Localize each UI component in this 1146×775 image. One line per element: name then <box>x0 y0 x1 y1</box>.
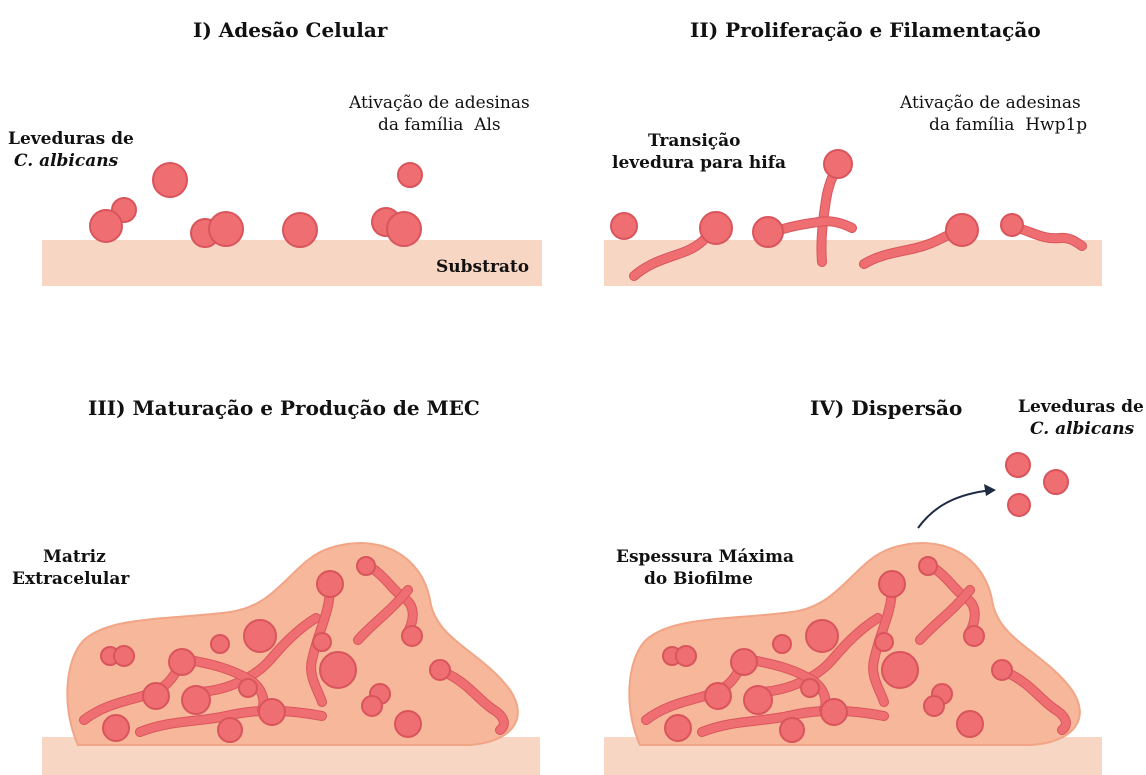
dispersed-yeast-label-line2: C. albicans <box>1030 418 1134 440</box>
dispersed-yeast-cell <box>1008 494 1030 516</box>
yeast-cell <box>90 210 122 242</box>
yeast-cell <box>362 696 382 716</box>
yeast-cell <box>357 557 375 575</box>
dispersed-yeast-label-line1: Leveduras de <box>1018 396 1144 418</box>
panel-4-title: IV) Dispersão <box>810 396 962 420</box>
transition-label-line2: levedura para hifa <box>612 152 786 174</box>
matrix-label-line2: Extracelular <box>12 568 129 590</box>
yeast-cell <box>705 683 731 709</box>
yeast-cell <box>1001 214 1023 236</box>
adhesin-label-line2: da família Als <box>378 114 501 136</box>
yeast-cell <box>182 686 210 714</box>
yeast-label-line1: Leveduras de <box>8 128 134 150</box>
yeast-cell <box>103 715 129 741</box>
dispersion-arrow <box>918 490 992 528</box>
yeast-cell <box>780 718 804 742</box>
yeast-cell <box>801 679 819 697</box>
transition-label-line1: Transição <box>648 130 740 152</box>
yeast-cell <box>611 213 637 239</box>
panel-3-title: III) Maturação e Produção de MEC <box>88 396 480 420</box>
yeast-cell <box>731 649 757 675</box>
yeast-cell <box>744 686 772 714</box>
yeast-cell <box>964 626 984 646</box>
yeast-cell <box>244 620 276 652</box>
yeast-cell <box>395 711 421 737</box>
yeast-cell <box>153 163 187 197</box>
yeast-cell <box>209 212 243 246</box>
yeast-cell <box>824 150 852 178</box>
yeast-cell <box>879 571 905 597</box>
yeast-cell <box>773 635 791 653</box>
adhesin-label-line2: da família Hwp1p <box>929 114 1087 136</box>
arrow-head <box>984 484 996 496</box>
yeast-cell <box>313 633 331 651</box>
yeast-cell <box>919 557 937 575</box>
yeast-cell <box>882 652 918 688</box>
yeast-cell <box>430 660 450 680</box>
yeast-cell <box>218 718 242 742</box>
yeast-cell <box>398 163 422 187</box>
panel-4-graphics <box>604 453 1102 775</box>
dispersed-yeast-cell <box>1044 470 1068 494</box>
yeast-cell <box>957 711 983 737</box>
yeast-cell <box>806 620 838 652</box>
yeast-cell <box>211 635 229 653</box>
yeast-cell <box>317 571 343 597</box>
yeast-label-line2: C. albicans <box>14 150 118 172</box>
yeast-cell <box>924 696 944 716</box>
thickness-label-line2: do Biofilme <box>644 568 753 590</box>
yeast-cell <box>320 652 356 688</box>
yeast-cell <box>946 214 978 246</box>
matrix-label-line1: Matriz <box>43 546 106 568</box>
adhesin-label-line1: Ativação de adesinas <box>349 92 530 114</box>
yeast-cell <box>114 646 134 666</box>
yeast-cell <box>875 633 893 651</box>
yeast-cell <box>259 699 285 725</box>
yeast-cell <box>239 679 257 697</box>
yeast-cell <box>169 649 195 675</box>
yeast-cell <box>753 217 783 247</box>
yeast-cell <box>387 212 421 246</box>
adhesin-label-line1: Ativação de adesinas <box>900 92 1081 114</box>
yeast-cell <box>700 212 732 244</box>
yeast-cell <box>992 660 1012 680</box>
panel-2-title: II) Proliferação e Filamentação <box>690 18 1041 42</box>
yeast-cell <box>402 626 422 646</box>
thickness-label-line1: Espessura Máxima <box>616 546 794 568</box>
yeast-cell <box>283 213 317 247</box>
yeast-cell <box>143 683 169 709</box>
substrate-bar <box>604 240 1102 286</box>
substrate-label: Substrato <box>436 256 529 278</box>
panel-1-title: I) Adesão Celular <box>193 18 387 42</box>
hypha <box>774 221 852 232</box>
dispersed-yeast-cell <box>1006 453 1030 477</box>
yeast-cell <box>676 646 696 666</box>
yeast-cell <box>665 715 691 741</box>
yeast-cell <box>821 699 847 725</box>
